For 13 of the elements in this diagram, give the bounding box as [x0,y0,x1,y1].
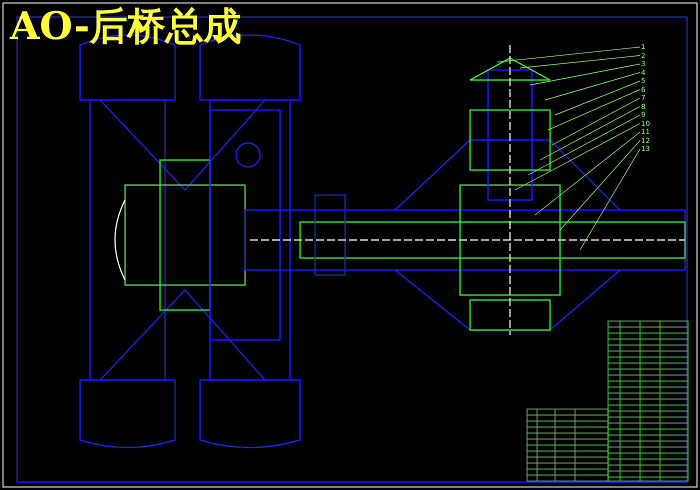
leader-line [540,106,640,160]
leader-line [498,46,640,62]
leader-line [552,98,640,146]
leader-line [514,123,640,190]
leader-line [520,55,640,68]
leader-line [560,140,640,230]
leader-line [554,80,640,116]
leader-line [580,148,640,250]
leader-line [534,132,640,216]
leader-line [544,72,640,100]
leader-line [548,89,640,130]
leader-line [528,114,640,176]
leader-line [530,64,640,86]
